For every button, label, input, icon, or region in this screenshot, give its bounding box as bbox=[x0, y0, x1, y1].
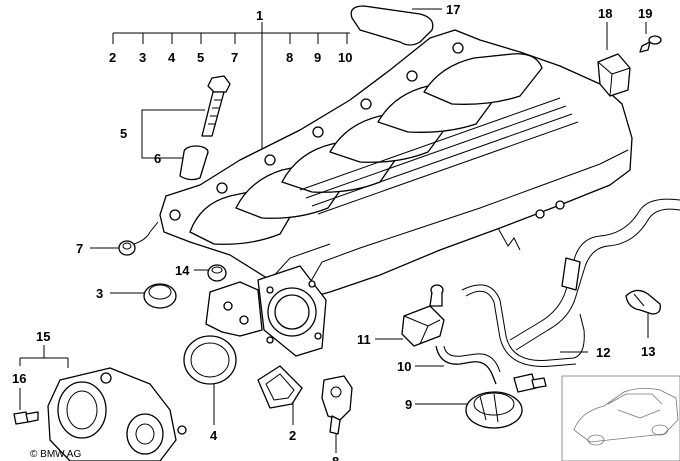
callout-2-top: 2 bbox=[109, 50, 116, 65]
callout-5-top: 5 bbox=[197, 50, 204, 65]
callout-18: 18 bbox=[598, 6, 612, 21]
callout-3-top: 3 bbox=[139, 50, 146, 65]
clip-13 bbox=[625, 289, 661, 315]
throttle-housing bbox=[47, 367, 187, 461]
screw-16 bbox=[13, 411, 39, 425]
callout-7-top: 7 bbox=[231, 50, 238, 65]
callout-19: 19 bbox=[638, 6, 652, 21]
callout-12: 12 bbox=[596, 345, 610, 360]
callout-16: 16 bbox=[12, 371, 26, 386]
sleeve-3 bbox=[143, 283, 177, 309]
callout-11: 11 bbox=[357, 332, 371, 347]
grommet-7 bbox=[118, 240, 136, 256]
cap-14 bbox=[207, 264, 227, 282]
bolt-and-sleeve bbox=[179, 75, 231, 181]
vehicle-thumbnail bbox=[561, 375, 680, 461]
screw-19 bbox=[639, 35, 662, 53]
callout-8: 8 bbox=[332, 454, 339, 461]
callout-9: 9 bbox=[405, 397, 412, 412]
callout-5: 5 bbox=[120, 126, 127, 141]
hoses bbox=[435, 284, 585, 385]
callout-6: 6 bbox=[154, 151, 161, 166]
callout-10-top: 10 bbox=[338, 50, 352, 65]
callout-15: 15 bbox=[36, 329, 50, 344]
hose-right bbox=[497, 198, 680, 351]
callout-9-top: 9 bbox=[314, 50, 321, 65]
gasket-2 bbox=[257, 365, 303, 409]
callout-4: 4 bbox=[210, 428, 218, 443]
sensor-8 bbox=[321, 375, 353, 435]
copyright-notice: © BMW AG bbox=[30, 449, 81, 460]
callout-2: 2 bbox=[289, 428, 296, 443]
cover-cap bbox=[350, 5, 434, 46]
holder-18 bbox=[597, 53, 631, 97]
callout-3: 3 bbox=[96, 286, 103, 301]
converter-9 bbox=[465, 373, 547, 429]
callout-1: 1 bbox=[256, 8, 263, 23]
callout-4-top: 4 bbox=[168, 50, 176, 65]
callout-14: 14 bbox=[175, 263, 190, 278]
gasket-4 bbox=[183, 335, 237, 385]
leader-lines bbox=[19, 8, 649, 453]
callout-17: 17 bbox=[446, 2, 460, 17]
callout-labels: 1 2 3 4 5 7 8 9 10 17 18 19 5 6 7 14 3 1… bbox=[12, 2, 655, 461]
callout-10: 10 bbox=[397, 359, 411, 374]
callout-8-top: 8 bbox=[286, 50, 293, 65]
valve-11 bbox=[401, 284, 445, 347]
intake-manifold bbox=[133, 29, 633, 357]
callout-13: 13 bbox=[641, 344, 655, 359]
callout-7: 7 bbox=[76, 241, 83, 256]
